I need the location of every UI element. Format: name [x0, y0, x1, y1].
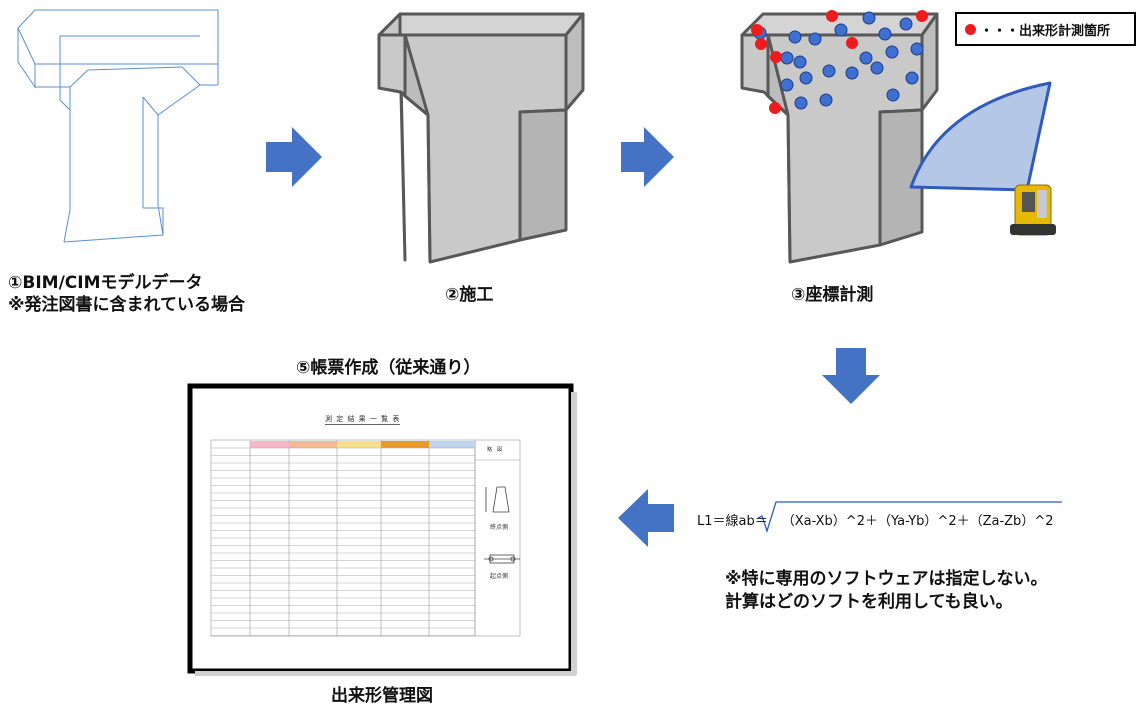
measurement-points — [751, 10, 928, 114]
measured-pier-model — [740, 12, 939, 264]
measurement-point-icon — [965, 23, 976, 35]
form-start-label: 起点側 — [490, 573, 509, 580]
result-form-header-bands — [250, 441, 475, 448]
formula-radical — [757, 501, 1062, 534]
result-form-frame — [187, 383, 577, 676]
flow-arrow-left-icon — [618, 489, 674, 547]
form-end-label: 終点側 — [490, 524, 509, 531]
flow-arrow-right-icon — [266, 127, 322, 187]
scan-area — [909, 81, 1052, 192]
flow-arrow-down-icon — [822, 348, 880, 404]
red-points — [751, 10, 928, 114]
formula-lhs: L1＝線ab＝ — [697, 514, 768, 529]
result-form-rows — [211, 447, 475, 636]
bim-wireframe-model — [17, 9, 219, 243]
step1-label-line1: ①BIM/CIMモデルデータ — [8, 273, 203, 293]
legend-text: ・・・出来形計測箇所 — [980, 23, 1111, 39]
formula-body: （Xa-Xb）^2＋（Ya-Yb）^2＋（Za-Zb）^2 — [781, 514, 1054, 529]
result-form-sketch — [484, 486, 520, 564]
constructed-pier-model — [377, 12, 585, 264]
software-note-line2: 計算はどのソフトを利用しても良い。 — [725, 592, 1013, 612]
form-title: 測 定 結 果 一 覧 表 — [325, 415, 401, 425]
flow-arrow-right-icon — [621, 127, 674, 187]
total-station-icon — [1010, 184, 1056, 236]
form-caption: 出来形管理図 — [331, 686, 433, 706]
step1-label-line2: ※発注図書に含まれている場合 — [8, 295, 246, 315]
form-side-header: 略 図 — [487, 447, 503, 453]
distance-formula: L1＝線ab＝ （Xa-Xb）^2＋（Ya-Yb）^2＋（Za-Zb）^2 — [697, 510, 1053, 529]
step2-label: ②施工 — [445, 285, 494, 305]
legend-box: ・・・出来形計測箇所 — [955, 12, 1136, 46]
step5-label: ⑤帳票作成（従来通り） — [296, 358, 481, 378]
step3-label: ③座標計測 — [791, 285, 874, 305]
software-note-line1: ※特に専用のソフトウェアは指定しない。 — [725, 569, 1048, 589]
